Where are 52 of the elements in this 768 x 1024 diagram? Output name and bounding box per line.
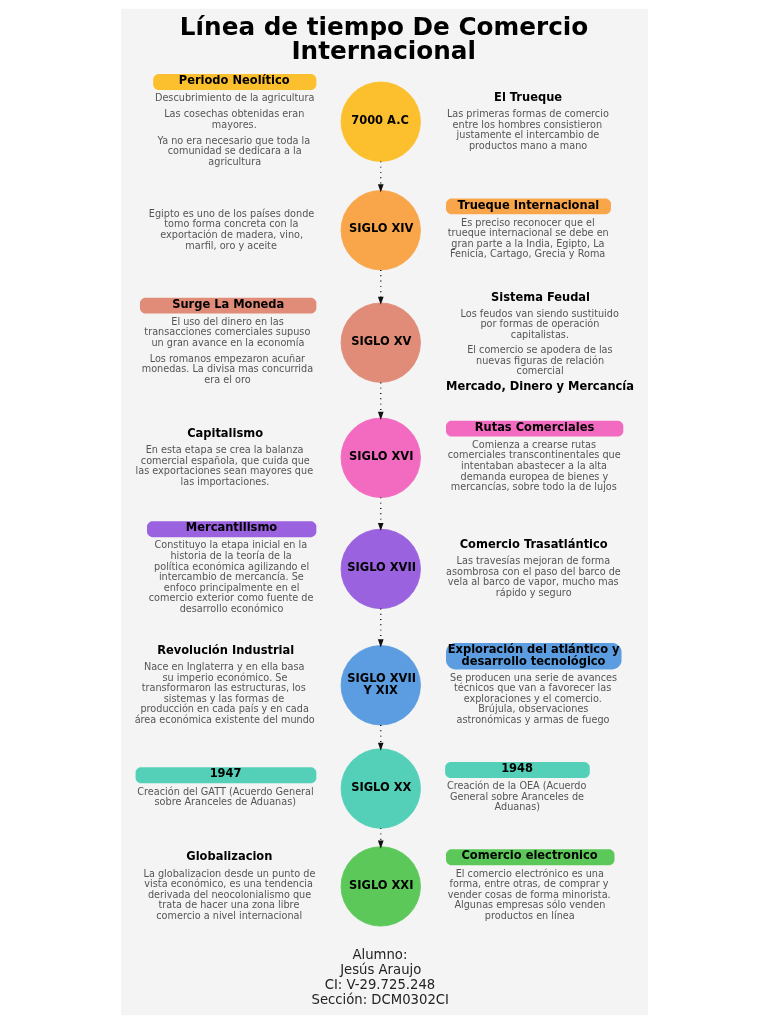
node-circle: SIGLO XX [340, 748, 421, 829]
node-label: Egipto es uno de los países donde tomo forma concreta con la exportación de madera, vino, marfil, oro y aceite [148, 207, 314, 251]
node-box: Exploración del atlántico y desarrollo tecnológico [445, 643, 622, 670]
node-box: 1948 [444, 762, 590, 778]
diagram-title: Línea de tiempo De Comercio Internacional [179, 11, 588, 66]
node-label: Los feudos van siendo sustituido por formas de operación capitalistas. [460, 307, 619, 341]
node-label: El uso del dinero en las transacciones comerciales supuso un gran avance en la economía [143, 315, 310, 349]
arrow [377, 160, 384, 193]
node-circle: SIGLO XVI [340, 417, 421, 498]
arrow [377, 269, 384, 305]
node-label: Mercado, Dinero y Mercancía [445, 378, 634, 393]
node-circle: SIGLO XXI [340, 846, 421, 927]
node-circle: SIGLO XVII [340, 528, 421, 610]
node-label: El comercio electrónico es una forma, entre otras, de comprar y vender cosas de forma minorista. Algunas empresas sólo venden productos en línea [447, 867, 611, 921]
node-label: Descubrimiento de la agricultura [154, 92, 314, 104]
node-label: Creación del GATT (Acuerdo General sobre Aranceles de Aduanas) [136, 785, 314, 808]
node-label: El Trueque [493, 89, 562, 104]
node-box: Trueque Internacional [445, 198, 611, 215]
node-label: En esta etapa se crea la balanza comercial española, que cuida que las exportaciones sean mayores que las importaciones. [135, 444, 313, 487]
node-label: El comercio se apodera de las nuevas figuras de relación comercial [466, 344, 613, 377]
node-label: Las cosechas obtenidas eran mayores. [163, 108, 304, 130]
node-label: Es preciso reconocer que el trueque internacional se debe en gran parte a la India, Egipto, La Fenicia, Cartago, Grecia y Roma [447, 216, 609, 260]
node-box: Mercantilismo [146, 521, 316, 538]
node-box: Surge La Moneda [139, 297, 316, 314]
node-box: 1947 [135, 767, 316, 784]
node-label: Revolución Industrial [156, 642, 294, 657]
label: Sección: DCM0302CI [311, 991, 449, 1007]
label: Alumno: [352, 946, 407, 962]
node-label: Comercio Trasatlántico [459, 537, 608, 552]
label: CI: V-29.725.248 [324, 976, 435, 992]
node-label: Capitalismo [186, 425, 263, 440]
node-circle: 7000 A.C [340, 81, 421, 162]
node-label: Las primeras formas de comercio entre los hombres consistieron justamente el intercambio de productos mano a mano [446, 108, 609, 151]
node-circle: SIGLO XV [340, 302, 421, 383]
node-label: Ya no era necesario que toda la comunidad se dedicara a la agricultura [157, 134, 310, 167]
node-label: Sistema Feudal [490, 289, 590, 304]
node-box: Comercio electronico [445, 849, 614, 866]
arrow [377, 724, 384, 751]
node-label: Los romanos empezaron acuñar monedas. La divisa mas concurrida era el oro [141, 352, 313, 386]
label: Jesús Araujo [339, 961, 421, 977]
node-label: Comienza a crearse rutas comerciales transcontinentales que intentaban abastecer a la alta demanda europea de bienes y mercancías, sobre todo la de lujos [447, 438, 621, 493]
node-label: Nace en Inglaterra y en ella basa su imperio económico. Se transformaron las estructuras, los sistemas y las formas de producción en cada país y en cada área económica existente del mundo [134, 661, 315, 726]
node-label: Creación de la OEA (Acuerdo General sobre Aranceles de Aduanas) [446, 780, 586, 813]
node-circle: SIGLO XVII Y XIX [340, 645, 421, 726]
node-label: Las travesías mejoran de forma asombrosa con el paso del barco de vela al barco de vapor, mucho mas rápido y seguro [445, 555, 621, 599]
node-circle: SIGLO XIV [340, 190, 421, 271]
node-label: La globalizacion desde un punto de vista económico, es una tendencia derivada del neocolonialismo que trata de hacer una zona libre comercio a nivel internacional [142, 867, 315, 921]
node-box: Periodo Neolítico [152, 74, 316, 90]
node-label: Se producen una serie de avances técnicos que van a favorecer las exploraciones y el comercio. Brújula, observaciones astronómicas y armas de fuego [449, 671, 617, 726]
node-box: Rutas Comerciales [445, 420, 623, 437]
node-label: Globalizacion [185, 849, 272, 864]
node-label: Constituyo la etapa inicial en la historia de la teoría de la política económica agilizando el intercambio de mercancía. Se enfoco principalmente en el comercio exterior como fuente de desarrollo económico [148, 539, 313, 614]
